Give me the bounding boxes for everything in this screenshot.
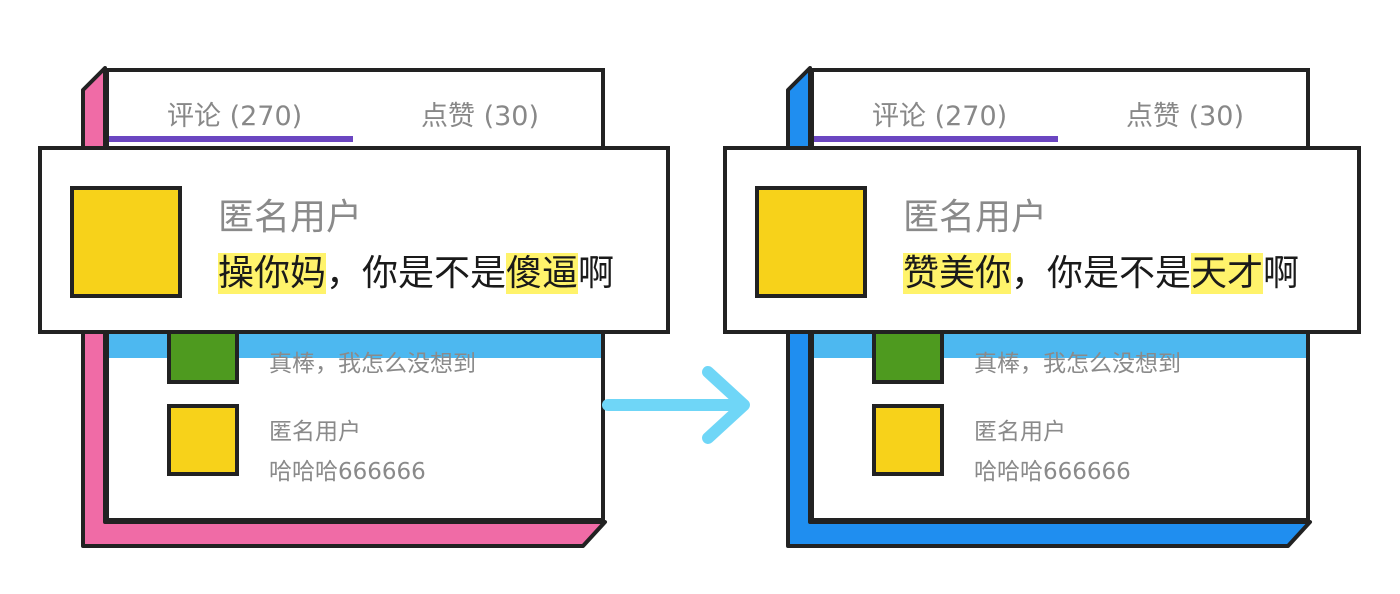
comment-message: 赞美你，你是不是天才啊 (903, 244, 1299, 296)
tab-comments[interactable]: 评论 (270) (872, 101, 1008, 132)
highlighted-word: 赞美你 (903, 253, 1012, 294)
right-tabs: 评论 (270) 点赞 (30) (814, 72, 1306, 142)
comment-text: 哈哈哈666666 (269, 459, 426, 485)
right-box-depth (786, 66, 1312, 548)
tab-likes[interactable]: 点赞 (30) (421, 101, 540, 132)
comment-author: 匿名用户 (903, 197, 1048, 238)
left-tabs: 评论 (270) 点赞 (30) (109, 72, 601, 142)
left-box-depth (81, 66, 607, 548)
avatar (70, 186, 182, 298)
active-tab-underline (814, 136, 1058, 142)
left-panel: 评论 (270) 点赞 (30) 真棒，我怎么没想到 匿名用户 哈哈哈66666… (38, 66, 670, 548)
list-item[interactable]: 匿名用户 哈哈哈666666 (872, 402, 1306, 485)
message-text: 啊 (578, 253, 615, 294)
highlighted-word: 傻逼 (506, 253, 579, 294)
comment-message: 操你妈，你是不是傻逼啊 (218, 244, 614, 296)
right-panel: 评论 (270) 点赞 (30) 真棒，我怎么没想到 匿名用户 哈哈哈66666… (705, 0, 1400, 594)
avatar (167, 404, 239, 476)
arrow-right-icon (602, 366, 750, 444)
tab-comments[interactable]: 评论 (270) (167, 101, 303, 132)
list-item[interactable]: 匿名用户 哈哈哈666666 (167, 402, 601, 485)
right-highlight-comment-card: 匿名用户 赞美你，你是不是天才啊 (723, 146, 1361, 334)
comment-text: 真棒，我怎么没想到 (269, 351, 476, 377)
message-text: 啊 (1263, 253, 1300, 294)
highlighted-word: 操你妈 (218, 253, 327, 294)
tab-likes[interactable]: 点赞 (30) (1126, 101, 1245, 132)
left-highlight-comment-card: 匿名用户 操你妈，你是不是傻逼啊 (38, 146, 670, 334)
message-text: ，你是不是 (1011, 253, 1192, 294)
comment-text: 真棒，我怎么没想到 (974, 351, 1181, 377)
highlighted-word: 天才 (1191, 253, 1264, 294)
active-tab-underline (109, 136, 353, 142)
comment-author: 匿名用户 (269, 419, 361, 445)
avatar (872, 404, 944, 476)
message-text: ，你是不是 (326, 253, 507, 294)
avatar (755, 186, 867, 298)
comment-text: 哈哈哈666666 (974, 459, 1131, 485)
comment-author: 匿名用户 (218, 197, 363, 238)
comment-author: 匿名用户 (974, 419, 1066, 445)
